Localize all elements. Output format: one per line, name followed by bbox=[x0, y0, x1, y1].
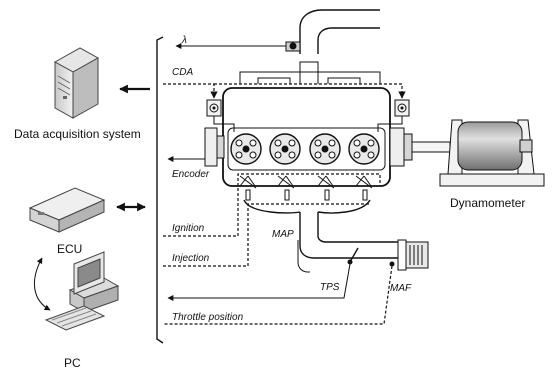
dynamometer-label: Dynamometer bbox=[450, 196, 525, 210]
lambda-label: λ bbox=[181, 35, 187, 46]
shaft-coupling bbox=[389, 127, 451, 167]
injection-signal-line bbox=[163, 203, 370, 267]
data-acquisition-label: Data acquisition system bbox=[14, 127, 141, 141]
exhaust-pipe-inner bbox=[317, 27, 380, 54]
intake-pipe-inner bbox=[317, 212, 398, 243]
pc-computer-icon bbox=[44, 251, 120, 331]
maf-label: MAF bbox=[390, 283, 412, 294]
tps-sensor-dot bbox=[347, 259, 353, 265]
maf-sensor-dot bbox=[389, 261, 395, 267]
encoder-icon bbox=[204, 127, 225, 167]
cda-pressure-sensor-right-icon bbox=[394, 99, 410, 117]
map-sensor-line bbox=[297, 240, 310, 273]
ignition-signal-line bbox=[163, 173, 381, 237]
intake-manifold bbox=[243, 199, 371, 214]
ignition-label: Ignition bbox=[172, 223, 205, 234]
cda-pressure-sensor-left-icon bbox=[206, 99, 222, 117]
dynamometer-icon bbox=[439, 119, 545, 187]
pc-label: PC bbox=[64, 356, 81, 370]
map-label: MAP bbox=[272, 229, 294, 240]
encoder-label: Encoder bbox=[172, 169, 210, 180]
cylinder-1 bbox=[230, 133, 262, 165]
signal-bus-bracket bbox=[156, 36, 164, 344]
injection-label: Injection bbox=[172, 253, 210, 264]
cylinder-4 bbox=[348, 133, 380, 165]
intake-pipe-upper bbox=[299, 212, 398, 259]
exhaust-pipe-outer bbox=[299, 9, 380, 54]
cylinder-head bbox=[227, 127, 386, 171]
ecu-pc-link-arrow bbox=[33, 257, 51, 311]
maf-airfilter-icon bbox=[397, 239, 429, 271]
ecu-label: ECU bbox=[57, 242, 82, 256]
exhaust-runners bbox=[257, 61, 361, 84]
lambda-sensor-icon bbox=[280, 41, 301, 52]
cylinder-2 bbox=[269, 133, 301, 165]
maf-signal-line bbox=[163, 265, 393, 325]
cda-signal-line-left bbox=[163, 83, 218, 99]
ecu-box-icon bbox=[28, 187, 106, 233]
cda-wire-left bbox=[213, 116, 235, 132]
fuel-injectors bbox=[239, 175, 373, 201]
cylinder-3 bbox=[309, 133, 341, 165]
throttle-valve bbox=[349, 247, 359, 263]
cda-label: CDA bbox=[172, 67, 193, 78]
cda-signal-line-right bbox=[214, 83, 406, 99]
throttle-position-label: Throttle position bbox=[172, 312, 244, 323]
tps-signal-line bbox=[167, 263, 351, 301]
tps-label: TPS bbox=[320, 282, 340, 293]
cda-wire-right bbox=[377, 116, 403, 132]
exhaust-manifold bbox=[239, 71, 381, 84]
data-acquisition-server-icon bbox=[53, 47, 100, 119]
